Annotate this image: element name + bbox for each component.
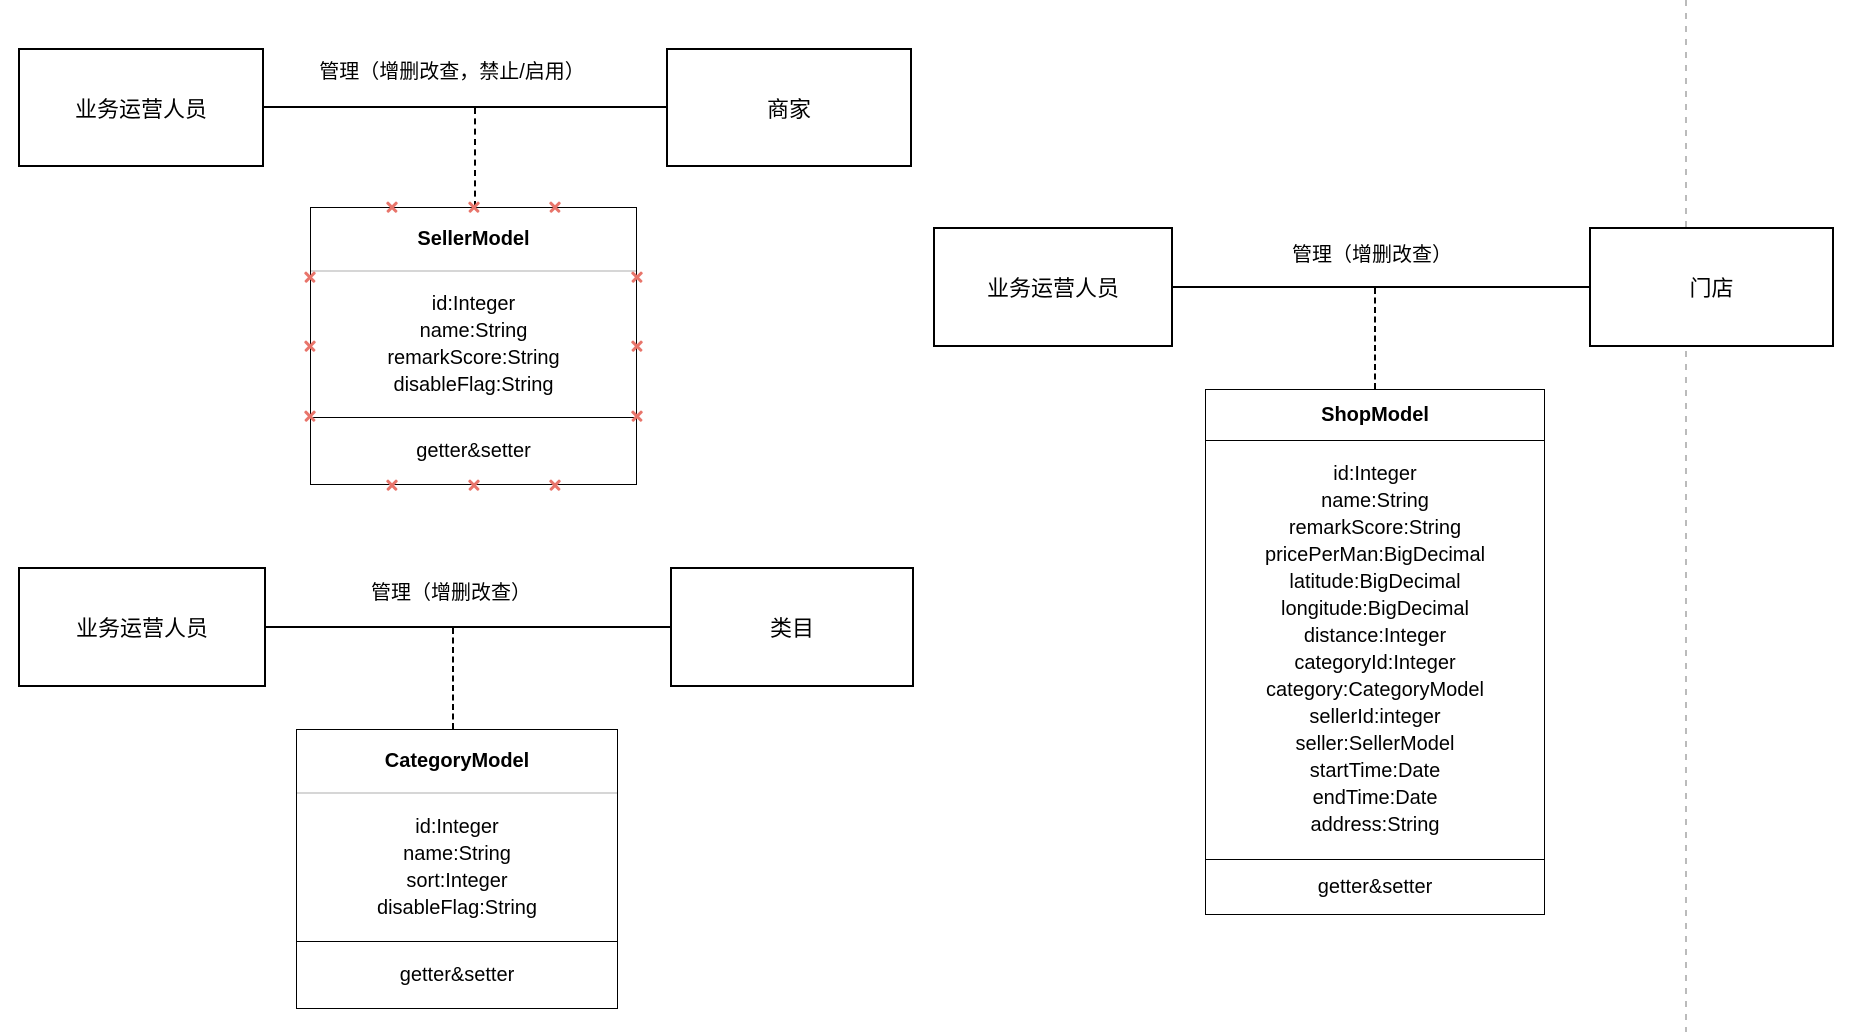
class-attributes: id:Integer name:String remarkScore:String d… [311, 272, 636, 417]
association-line-row3[interactable] [1173, 286, 1589, 288]
connection-point-icon[interactable] [385, 200, 399, 214]
connection-point-icon[interactable] [467, 478, 481, 492]
class-attribute: name:String [419, 319, 528, 342]
class-attribute: sort:Integer [406, 869, 508, 892]
class-attribute: remarkScore:String [387, 346, 560, 369]
association-label-row3[interactable]: 管理（增删改查） [1292, 244, 1452, 266]
section-divider [311, 417, 636, 418]
class-attribute: latitude:BigDecimal [1289, 571, 1461, 593]
class-attribute: id:Integer [431, 292, 516, 315]
class-attribute: address:String [1310, 814, 1440, 836]
entity-store[interactable]: 门店 [1589, 227, 1834, 347]
class-seller-model[interactable]: SellerModel id:Integer name:String remarkS… [310, 207, 637, 485]
section-divider [1206, 440, 1544, 441]
class-attribute: distance:Integer [1303, 625, 1447, 647]
association-line-row2[interactable] [266, 626, 670, 628]
dependency-line-shop[interactable] [1374, 288, 1376, 389]
class-attribute: id:Integer [1333, 463, 1417, 485]
dependency-line-seller[interactable] [474, 108, 476, 207]
class-title: ShopModel [1321, 403, 1429, 426]
class-attribute: remarkScore:String [1288, 517, 1462, 539]
class-attribute: name:String [403, 842, 511, 865]
actor-business-ops-row1[interactable]: 业务运营人员 [18, 48, 264, 167]
actor-label: 业务运营人员 [986, 276, 1119, 301]
actor-label: 业务运营人员 [74, 96, 207, 122]
dependency-line-category[interactable] [452, 628, 454, 729]
class-attribute: categoryId:Integer [1294, 652, 1456, 674]
connection-point-icon[interactable] [303, 339, 317, 353]
section-divider [297, 941, 617, 942]
section-divider [1206, 859, 1544, 860]
class-attribute: category:CategoryModel [1266, 679, 1484, 701]
connection-point-icon[interactable] [630, 409, 644, 423]
actor-label: 业务运营人员 [75, 616, 208, 641]
page-break-line [1685, 0, 1687, 1032]
entity-label: 商家 [766, 96, 811, 122]
section-divider [311, 270, 636, 272]
association-label-row2[interactable]: 管理（增删改查） [371, 582, 531, 604]
connection-point-icon[interactable] [303, 270, 317, 284]
class-methods: getter&setter [416, 439, 531, 462]
class-methods: getter&setter [1317, 875, 1433, 898]
class-attribute: name:String [1321, 490, 1429, 512]
entity-label: 类目 [769, 616, 814, 641]
section-divider [297, 792, 617, 794]
class-attributes: id:Integer name:String sort:Integer disable… [297, 794, 617, 941]
class-attribute: disableFlag:String [376, 896, 538, 919]
class-attribute: sellerId:integer [1309, 706, 1441, 728]
entity-category[interactable]: 类目 [670, 567, 914, 687]
connection-point-icon[interactable] [467, 200, 481, 214]
class-title: CategoryModel [384, 749, 530, 772]
class-attribute: seller:SellerModel [1295, 733, 1455, 755]
entity-label: 门店 [1689, 276, 1734, 301]
connection-point-icon[interactable] [385, 478, 399, 492]
class-title: SellerModel [417, 227, 530, 250]
actor-business-ops-row3[interactable]: 业务运营人员 [933, 227, 1173, 347]
association-label-row1[interactable]: 管理（增删改查，禁止/启用） [319, 61, 585, 83]
class-shop-model[interactable]: ShopModel id:Integer name:String remarkSco… [1205, 389, 1545, 915]
class-attribute: startTime:Date [1309, 760, 1441, 782]
class-attribute: pricePerMan:BigDecimal [1264, 544, 1486, 566]
class-methods: getter&setter [399, 963, 515, 986]
entity-merchant[interactable]: 商家 [666, 48, 912, 167]
class-attributes: id:Integer name:String remarkScore:String p… [1206, 441, 1544, 859]
association-line-row1[interactable] [264, 106, 666, 108]
connection-point-icon[interactable] [548, 200, 562, 214]
class-category-model[interactable]: CategoryModel id:Integer name:String sort:… [296, 729, 618, 1009]
connection-point-icon[interactable] [630, 270, 644, 284]
connection-point-icon[interactable] [303, 409, 317, 423]
connection-point-icon[interactable] [630, 339, 644, 353]
class-attribute: id:Integer [415, 815, 499, 838]
connection-point-icon[interactable] [548, 478, 562, 492]
class-attribute: disableFlag:String [393, 373, 554, 396]
class-attribute: longitude:BigDecimal [1281, 598, 1469, 620]
actor-business-ops-row2[interactable]: 业务运营人员 [18, 567, 266, 687]
class-attribute: endTime:Date [1312, 787, 1438, 809]
